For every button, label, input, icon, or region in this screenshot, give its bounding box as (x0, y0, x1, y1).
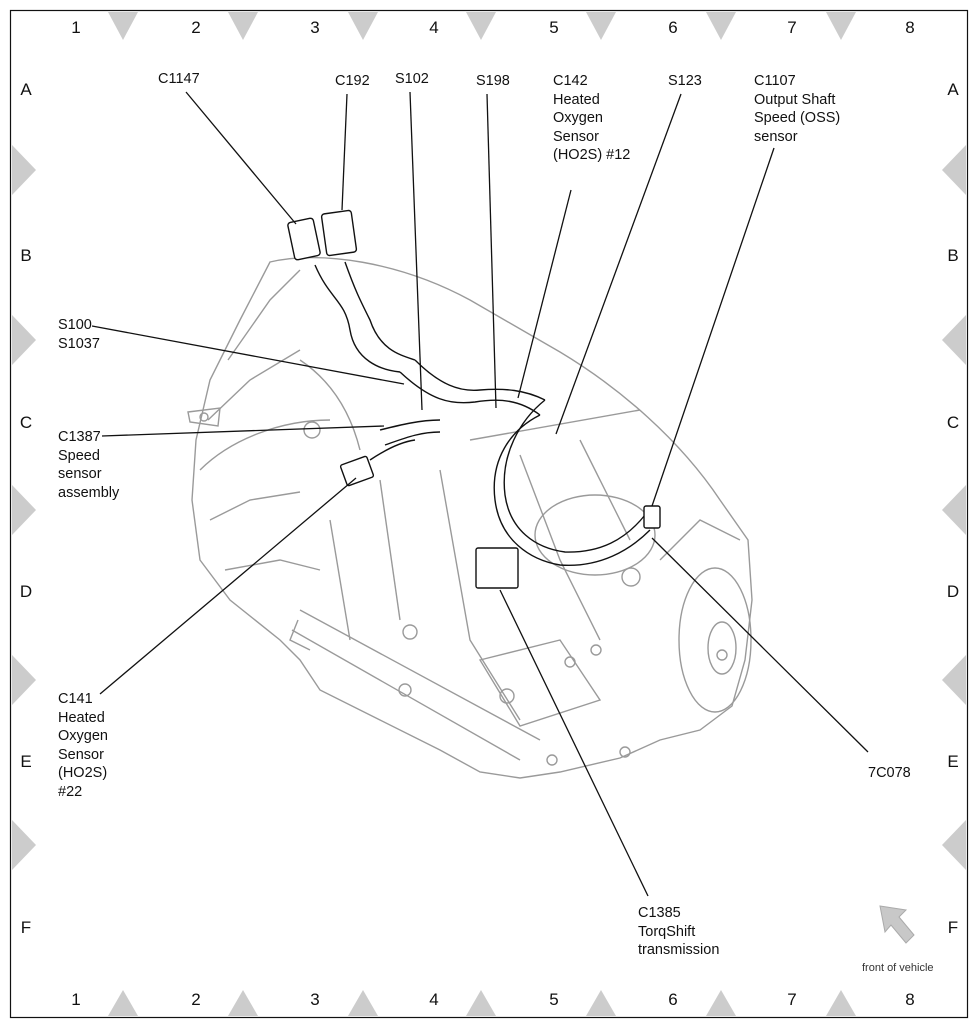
callout-s102: S102 (395, 71, 429, 87)
col-label-top-7: 7 (787, 18, 797, 37)
callout-c1385-line-2: TorqShift (638, 923, 696, 940)
callout-c141-line-6: #22 (58, 783, 83, 800)
callout-c1385-line-3: transmission (638, 942, 720, 958)
row-label-left-a: A (20, 80, 32, 99)
transmission-outline (187, 256, 753, 779)
callout-c141-line-4: Sensor (58, 746, 104, 763)
row-label-left-f: F (20, 918, 32, 937)
callout-c141-line-2: Heated (58, 709, 105, 726)
front-of-vehicle-label: front of vehicle (862, 962, 934, 974)
callout-c1387-line-2: Speed (58, 447, 100, 464)
col-label-bottom-5: 5 (549, 990, 559, 1009)
col-label-bottom-1: 1 (71, 990, 81, 1009)
callout-c1147: C1147 (158, 71, 200, 87)
connectors (287, 209, 661, 589)
front-of-vehicle-arrow-icon (879, 905, 915, 944)
callout-c1387-line-3: sensor (58, 466, 102, 482)
left-grid-markers (12, 145, 36, 870)
row-label-left-c: C (19, 413, 33, 432)
callout-s100: S100 S1037 (58, 316, 100, 353)
col-label-top-4: 4 (429, 18, 439, 37)
col-label-top-2: 2 (191, 18, 201, 37)
callout-s123: S123 (668, 73, 702, 89)
callout-c141-line-1: C141 (58, 691, 93, 707)
col-label-top-3: 3 (310, 18, 320, 37)
col-label-bottom-6: 6 (668, 990, 678, 1009)
leader-lines (91, 91, 869, 897)
col-label-top-5: 5 (549, 18, 559, 37)
wiring-harness (314, 261, 651, 567)
callout-c1387-line-4: assembly (58, 484, 120, 501)
row-label-right-b: B (947, 246, 959, 265)
right-grid-markers (942, 145, 966, 870)
callout-c192: C192 (335, 73, 370, 89)
col-label-top-6: 6 (668, 18, 678, 37)
callout-c1107-line-2: Output Shaft (754, 91, 836, 108)
row-label-right-c: C (946, 413, 960, 432)
callout-c1107-line-1: C1107 (754, 73, 796, 89)
callout-7c078: 7C078 (868, 765, 911, 781)
row-label-left-d: D (19, 582, 33, 601)
callout-c141-line-3: Oxygen (58, 728, 108, 744)
col-label-bottom-4: 4 (429, 990, 439, 1009)
callout-c141: C141 Heated Oxygen Sensor (HO2S) #22 (58, 690, 108, 801)
callout-s100-line-2: S1037 (58, 335, 100, 352)
callout-c142-line-3: Oxygen (553, 110, 603, 126)
callout-c1387-line-1: C1387 (58, 429, 101, 445)
callout-s100-line-1: S100 (58, 317, 92, 333)
callout-c142: C142 Heated Oxygen Sensor (HO2S) #12 (553, 72, 630, 165)
row-label-right-f: F (947, 918, 959, 937)
diagram-border (9, 9, 969, 1019)
callout-c1387: C1387 Speed sensor assembly (58, 428, 119, 502)
callout-c142-line-5: (HO2S) #12 (553, 147, 631, 163)
callout-c142-line-4: Sensor (553, 128, 599, 145)
callout-c1107: C1107 Output Shaft Speed (OSS) sensor (754, 72, 840, 146)
row-label-left-b: B (20, 246, 32, 265)
top-grid-markers (108, 12, 856, 40)
callout-s198: S198 (476, 73, 510, 89)
callout-c142-line-1: C142 (553, 73, 588, 89)
callout-c1107-line-3: Speed (OSS) (754, 110, 841, 126)
row-label-left-e: E (20, 752, 32, 771)
col-label-bottom-7: 7 (787, 990, 797, 1009)
col-label-bottom-3: 3 (310, 990, 320, 1009)
row-label-right-a: A (947, 80, 959, 99)
row-label-right-e: E (947, 752, 959, 771)
col-label-bottom-2: 2 (191, 990, 201, 1009)
callout-c1385: C1385 TorqShift transmission (638, 904, 719, 960)
callout-c1385-line-1: C1385 (638, 905, 681, 921)
col-label-top-1: 1 (71, 18, 81, 37)
callout-c141-line-5: (HO2S) (58, 765, 108, 781)
col-label-top-8: 8 (905, 18, 915, 37)
callout-c142-line-2: Heated (553, 91, 600, 108)
bottom-grid-markers (108, 990, 856, 1016)
row-label-right-d: D (946, 582, 960, 601)
col-label-bottom-8: 8 (905, 990, 915, 1009)
callout-c1107-line-4: sensor (754, 128, 798, 145)
